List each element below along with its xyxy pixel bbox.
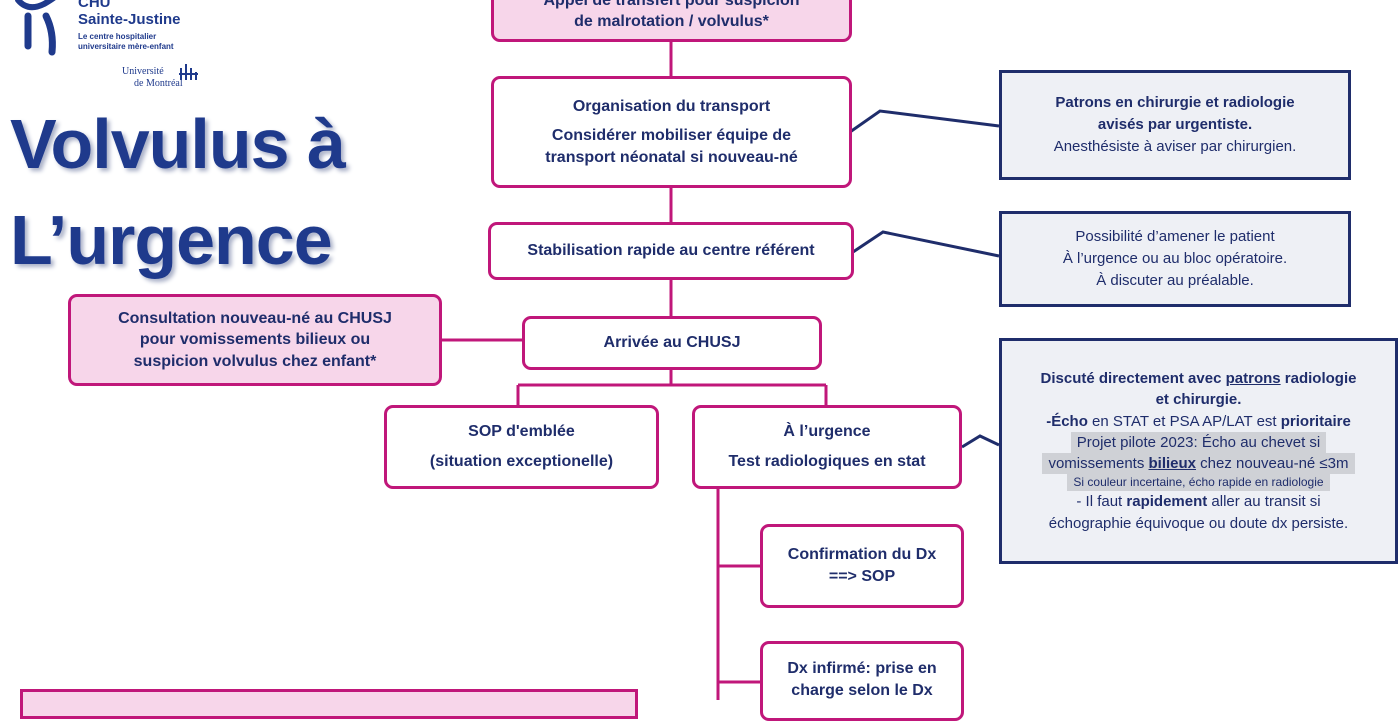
- note-disc-line5: vomissements bilieux chez nouveau-né ≤3m: [1042, 453, 1355, 475]
- note-direct-discussion: Discuté directement avec patrons radiolo…: [999, 338, 1398, 564]
- box-transport-organisation: Organisation du transport Considérer mob…: [491, 76, 852, 188]
- logo-org-line1: CHU: [78, 0, 111, 11]
- box-confirm-line1: Confirmation du Dx: [787, 546, 937, 564]
- box-dx-confirmed: Confirmation du Dx ==> SOP: [760, 524, 964, 608]
- connector-lines: [442, 42, 1000, 700]
- note-possib-line3: À discuter au préalable.: [1096, 271, 1254, 289]
- box-consult-line2: pour vomissements bilieux ou: [139, 331, 371, 349]
- box-urgence-line1: À l’urgence: [783, 423, 871, 441]
- box-consult-line1: Consultation nouveau-né au CHUSJ: [118, 309, 392, 327]
- university-emblem-icon: [179, 64, 198, 80]
- note-disc-line5-a: vomissements: [1048, 455, 1149, 473]
- note-disc-line1-c: radiologie: [1280, 369, 1357, 387]
- logo-univ-line2: de Montréal: [134, 78, 183, 89]
- connector-note-patrons: [849, 109, 1000, 134]
- note-disc-line4: Projet pilote 2023: Écho au chevet si: [1070, 431, 1327, 454]
- box-bottom-partial: [20, 689, 638, 719]
- note-disc-line3: -Écho en STAT et PSA AP/LAT est priorita…: [1046, 411, 1351, 432]
- box-confirm-line2: ==> SOP: [828, 568, 896, 585]
- logo-org-line2: Sainte-Justine: [78, 11, 181, 28]
- box-transfer-call-line2: de malrotation / volvulus*: [574, 13, 769, 31]
- note-patrons-line2: avisés par urgentiste.: [1097, 116, 1253, 134]
- box-sop-line1: SOP d'emblée: [468, 423, 575, 441]
- page-title-line1: Volvulus à: [10, 105, 346, 183]
- note-disc-line7: - Il faut rapidement aller au transit si: [1076, 491, 1320, 512]
- box-urgence-line2: Test radiologiques en stat: [728, 453, 926, 470]
- note-disc-line8: échographie équivoque ou doute dx persis…: [1048, 514, 1349, 532]
- note-disc-line5-b: bilieux: [1148, 455, 1197, 473]
- note-disc-line1: Discuté directement avec patrons radiolo…: [1041, 368, 1357, 389]
- note-patient-routing: Possibilité d’amener le patient À l’urge…: [999, 211, 1351, 307]
- note-disc-line2: et chirurgie.: [1155, 391, 1242, 409]
- note-disc-line7-c: aller au transit si: [1207, 493, 1321, 511]
- box-emergency-radiology: À l’urgence Test radiologiques en stat: [692, 405, 962, 489]
- logo-tagline-line2: universitaire mère-enfant: [78, 42, 174, 51]
- box-stabilisation-text: Stabilisation rapide au centre référent: [527, 242, 815, 260]
- note-patrons-line1: Patrons en chirurgie et radiologie: [1055, 94, 1295, 112]
- note-attendings-notified: Patrons en chirurgie et radiologie avisé…: [999, 70, 1351, 180]
- box-sop-immediate: SOP d'emblée (situation exceptionelle): [384, 405, 659, 489]
- note-disc-line3-c: prioritaire: [1280, 412, 1351, 430]
- box-stabilisation: Stabilisation rapide au centre référent: [488, 222, 854, 280]
- page-title-line2: L’urgence: [10, 201, 333, 279]
- logo-univ-line1: Université: [122, 66, 164, 77]
- chusj-logo-icon: [15, 0, 56, 56]
- note-possib-line2: À l’urgence ou au bloc opératoire.: [1062, 250, 1288, 268]
- note-disc-line7-b: rapidement: [1126, 493, 1208, 511]
- box-transfer-call: Appel de transfert pour suspicion de mal…: [491, 0, 852, 42]
- box-transport-line1: Considérer mobiliser équipe de: [551, 127, 792, 145]
- box-infirm-line1: Dx infirmé: prise en: [787, 660, 937, 677]
- box-transport-title: Organisation du transport: [572, 97, 771, 115]
- note-disc-line5-c: chez nouveau-né ≤3m: [1196, 455, 1349, 473]
- box-transport-line2: transport néonatal si nouveau-né: [545, 148, 798, 166]
- box-arrival-chusj: Arrivée au CHUSJ: [522, 316, 822, 370]
- connector-note-discute: [961, 434, 1000, 449]
- connector-note-possibilite: [852, 230, 1000, 258]
- logo-tagline-line1: Le centre hospitalier: [78, 32, 157, 41]
- note-disc-line6: Si couleur incertaine, écho rapide en ra…: [1067, 474, 1330, 492]
- box-transfer-call-line1: Appel de transfert pour suspicion: [543, 0, 800, 9]
- box-arrival-text: Arrivée au CHUSJ: [603, 334, 741, 352]
- note-disc-line7-a: - Il faut: [1076, 493, 1127, 511]
- box-dx-invalidated: Dx infirmé: prise en charge selon le Dx: [760, 641, 964, 721]
- box-newborn-consultation: Consultation nouveau-né au CHUSJ pour vo…: [68, 294, 442, 386]
- note-disc-line3-b: en STAT et PSA AP/LAT est: [1087, 412, 1281, 430]
- note-disc-line1-a: Discuté directement avec: [1040, 369, 1226, 387]
- box-infirm-line2: charge selon le Dx: [791, 681, 933, 699]
- box-consult-line3: suspicion volvulus chez enfant*: [133, 352, 377, 370]
- box-sop-line2: (situation exceptionelle): [429, 453, 614, 470]
- note-disc-line1-b: patrons: [1225, 369, 1281, 387]
- note-possib-line1: Possibilité d’amener le patient: [1075, 228, 1275, 246]
- note-patrons-line3: Anesthésiste à aviser par chirurgien.: [1053, 137, 1297, 155]
- chusj-logo: CHU Sainte-Justine Le centre hospitalier…: [14, 0, 214, 95]
- note-disc-line3-a: -Écho: [1046, 412, 1088, 430]
- university-logo: Université de Montréal: [122, 64, 212, 94]
